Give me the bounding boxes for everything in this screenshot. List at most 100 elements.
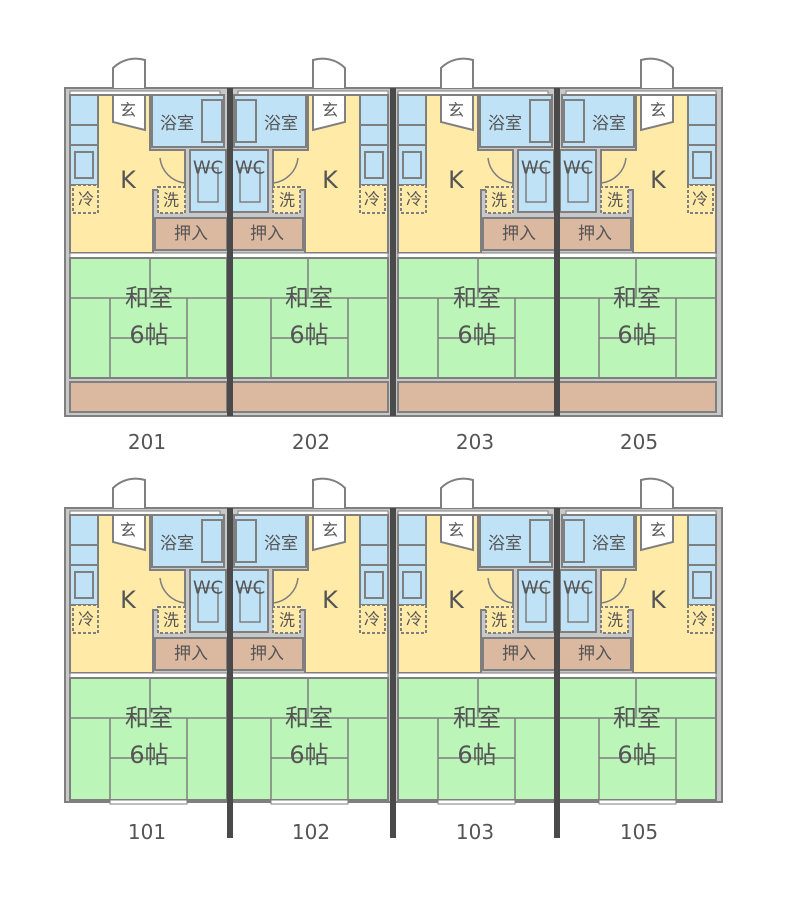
bathroom-label: 浴室 xyxy=(160,114,194,134)
bath-door-swing xyxy=(159,577,186,604)
shelf xyxy=(69,514,99,546)
tatami-size-wrap: 6帖 xyxy=(617,321,656,349)
kitchen-label-wrap: K xyxy=(650,166,667,194)
unit-number: 205 xyxy=(620,430,658,454)
fridge-space xyxy=(400,604,427,634)
washer-space xyxy=(485,186,514,214)
tatami-room xyxy=(397,677,556,801)
tatami-size: 6帖 xyxy=(129,321,168,349)
unit-number: 102 xyxy=(292,820,330,844)
bathroom-label-wrap: 浴室 xyxy=(264,534,298,554)
bathroom-label: 浴室 xyxy=(592,534,626,554)
kitchen-label: K xyxy=(650,586,667,614)
balcony-closet xyxy=(397,381,556,413)
closet-label-wrap: 押入 xyxy=(578,644,612,664)
partition-wall xyxy=(227,508,233,838)
closet-label: 押入 xyxy=(578,644,612,664)
unit-number: 103 xyxy=(456,820,494,844)
bath-door-swing xyxy=(600,577,627,604)
wc-label: WC xyxy=(563,158,593,179)
tatami-label: 和室 xyxy=(613,284,661,312)
fridge-space xyxy=(359,604,386,634)
fridge-label-wrap: 冷 xyxy=(692,610,708,629)
fridge-label: 冷 xyxy=(364,610,380,629)
bathroom-label-wrap: 浴室 xyxy=(592,114,626,134)
washer-label: 洗 xyxy=(491,611,507,630)
bathtub xyxy=(529,519,551,563)
kitchen-label: K xyxy=(322,166,339,194)
tatami-label-wrap: 和室 xyxy=(613,284,661,312)
toilet-icon xyxy=(525,167,547,203)
partition-wall xyxy=(554,88,560,416)
wc-label-wrap: WC xyxy=(235,578,265,599)
closet xyxy=(558,217,632,251)
shelf xyxy=(359,544,389,566)
fridge-label: 冷 xyxy=(406,610,422,629)
bathtub xyxy=(563,99,585,143)
kitchen-label: K xyxy=(448,166,465,194)
fridge-label: 冷 xyxy=(78,610,94,629)
balcony-closet xyxy=(230,381,389,413)
bath-door-swing xyxy=(487,157,514,184)
tatami-label: 和室 xyxy=(125,284,173,312)
entrance-label: 玄 xyxy=(448,521,464,540)
tatami-size-wrap: 6帖 xyxy=(617,741,656,769)
washer-label: 洗 xyxy=(607,191,623,210)
entrance-label: 玄 xyxy=(650,521,666,540)
entrance xyxy=(112,514,146,552)
washer-space xyxy=(272,186,301,214)
wc-label: WC xyxy=(521,158,551,179)
closet-label: 押入 xyxy=(578,224,612,244)
bathroom-label: 浴室 xyxy=(264,534,298,554)
closet xyxy=(230,217,304,251)
wc-label: WC xyxy=(235,578,265,599)
tatami-room xyxy=(558,257,717,379)
fridge-space xyxy=(72,184,99,214)
sink-icon xyxy=(402,151,422,179)
entrance-label: 玄 xyxy=(650,101,666,120)
tatami-size: 6帖 xyxy=(129,741,168,769)
shelf xyxy=(397,124,427,146)
wc-label-wrap: WC xyxy=(563,578,593,599)
entrance-label: 玄 xyxy=(322,521,338,540)
bathroom-label-wrap: 浴室 xyxy=(592,534,626,554)
entrance xyxy=(440,514,474,552)
sink-icon xyxy=(692,571,712,599)
toilet-icon xyxy=(239,167,261,203)
entrance-label: 玄 xyxy=(322,101,338,120)
fridge-label: 冷 xyxy=(78,190,94,209)
bathtub xyxy=(563,519,585,563)
entrance xyxy=(312,514,346,552)
entrance-door xyxy=(312,477,346,508)
tatami-size: 6帖 xyxy=(617,321,656,349)
entrance-door xyxy=(640,477,674,508)
closet-label: 押入 xyxy=(174,644,208,664)
bathtub xyxy=(235,99,257,143)
kitchen-label: K xyxy=(448,586,465,614)
partition-wall xyxy=(390,508,396,838)
washer-space xyxy=(485,606,514,634)
tatami-label: 和室 xyxy=(125,704,173,732)
tatami-label: 和室 xyxy=(453,704,501,732)
unit-number: 105 xyxy=(620,820,658,844)
washer-space xyxy=(600,186,629,214)
entrance-label: 玄 xyxy=(448,101,464,120)
bathroom-label-wrap: 浴室 xyxy=(264,114,298,134)
entrance-label: 玄 xyxy=(120,101,136,120)
unit-number: 101 xyxy=(128,820,166,844)
wc-label-wrap: WC xyxy=(235,158,265,179)
partition-wall xyxy=(390,88,396,416)
wc-label: WC xyxy=(193,578,223,599)
washer-label: 洗 xyxy=(607,611,623,630)
fridge-label: 冷 xyxy=(364,190,380,209)
bathroom-label: 浴室 xyxy=(592,114,626,134)
wc-label: WC xyxy=(521,578,551,599)
